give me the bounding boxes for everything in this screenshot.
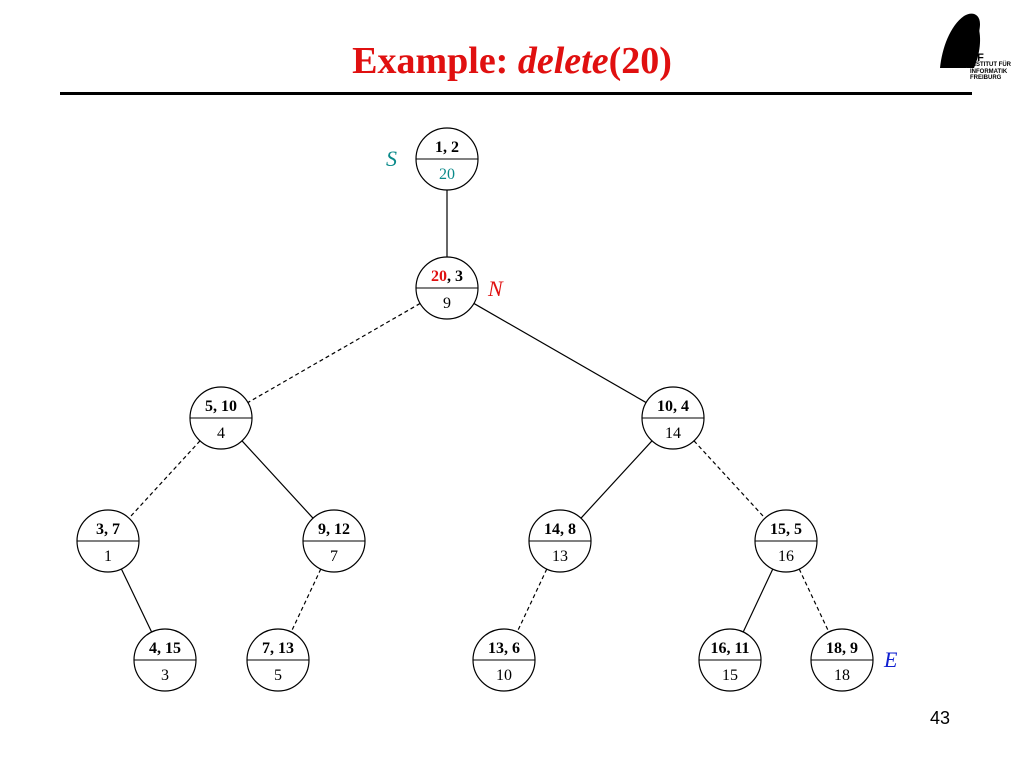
node-key-first: 9 — [318, 521, 326, 538]
node-key: 20, 3 — [431, 268, 463, 285]
node-priority: 10 — [496, 667, 512, 684]
tree-node-n5: 5, 10 4 — [189, 386, 253, 450]
edge-n20-n5 — [247, 302, 421, 404]
n-marker: N — [487, 276, 504, 301]
node-key: 7, 13 — [262, 640, 294, 657]
tree-node-n15: 15, 5 16 — [754, 509, 818, 573]
node-key-second: , 2 — [443, 139, 459, 156]
node-priority: 5 — [274, 667, 282, 684]
tree-node-n14: 14, 8 13 — [528, 509, 592, 573]
node-priority: 7 — [330, 548, 338, 565]
tree-node-root: 1, 2 20 — [415, 127, 479, 191]
node-key: 3, 7 — [96, 521, 120, 538]
node-key-second: , 12 — [326, 521, 350, 538]
node-key: 15, 5 — [770, 521, 802, 538]
node-key: 4, 15 — [149, 640, 181, 657]
edge-n5-n3 — [128, 440, 201, 519]
node-key-second: , 5 — [786, 521, 802, 538]
node-key-first: 10 — [657, 398, 673, 415]
edge-n15-n16 — [742, 568, 774, 633]
edge-n5-n9 — [241, 440, 314, 519]
logo-line-2: INFORMATIK — [970, 68, 1008, 75]
node-key: 10, 4 — [657, 398, 689, 415]
tree-node-n13: 13, 6 10 — [472, 628, 536, 692]
node-key: 1, 2 — [435, 139, 459, 156]
title-rule — [60, 92, 972, 95]
tree-node-n10: 10, 4 14 — [641, 386, 705, 450]
node-priority: 15 — [722, 667, 738, 684]
node-priority: 20 — [439, 166, 455, 183]
node-key: 18, 9 — [826, 640, 858, 657]
e-marker: E — [883, 647, 898, 672]
node-key-second: , 8 — [560, 521, 576, 538]
node-key-second: , 3 — [447, 268, 463, 285]
logo-line-3: FREIBURG — [970, 75, 1002, 81]
logo-text: INSTITUT FÜR INFORMATIK FREIBURG — [970, 62, 1011, 82]
s-marker: S — [386, 146, 397, 171]
node-priority: 3 — [161, 667, 169, 684]
node-key-first: 1 — [435, 139, 443, 156]
edge-n15-n18 — [798, 568, 830, 633]
node-priority: 1 — [104, 548, 112, 565]
edge-n9-n7 — [290, 568, 322, 633]
node-priority: 4 — [217, 425, 225, 442]
node-key: 5, 10 — [205, 398, 237, 415]
logo-emblem-icon — [940, 13, 981, 68]
title-function-name: delete — [517, 40, 609, 82]
node-priority: 14 — [665, 425, 681, 442]
node-key-first: 20 — [431, 268, 447, 285]
edge-n20-n10 — [473, 302, 647, 404]
node-key: 13, 6 — [488, 640, 520, 657]
logo-abbrev: IIF — [970, 52, 985, 64]
node-priority: 13 — [552, 548, 568, 565]
slide-title: Example: delete(20) — [0, 42, 1024, 80]
tree-node-n16: 16, 11 15 — [698, 628, 762, 692]
node-key-first: 3 — [96, 521, 104, 538]
tree-node-n4: 4, 15 3 — [133, 628, 197, 692]
node-key-first: 18 — [826, 640, 842, 657]
node-key: 9, 12 — [318, 521, 350, 538]
tree-node-n3: 3, 7 1 — [76, 509, 140, 573]
logo-line-1: INSTITUT FÜR — [970, 62, 1011, 68]
node-key-second: , 15 — [157, 640, 181, 657]
node-key-first: 5 — [205, 398, 213, 415]
edge-n14-n13 — [516, 568, 548, 633]
page-number: 43 — [930, 708, 951, 728]
node-key: 16, 11 — [710, 640, 749, 657]
node-priority: 18 — [834, 667, 850, 684]
node-key-first: 4 — [149, 640, 157, 657]
node-key-second: , 9 — [842, 640, 858, 657]
node-key-first: 7 — [262, 640, 270, 657]
node-key-second: , 13 — [270, 640, 294, 657]
node-key-first: 16 — [710, 640, 726, 657]
node-key-second: , 4 — [673, 398, 689, 415]
edge-layer — [120, 190, 830, 633]
node-key-first: 15 — [770, 521, 786, 538]
node-key-first: 14 — [544, 521, 560, 538]
edge-n10-n15 — [693, 440, 766, 519]
tree-node-n7: 7, 13 5 — [246, 628, 310, 692]
edge-n10-n14 — [580, 440, 653, 519]
title-argument: (20) — [608, 40, 672, 82]
node-key-second: , 6 — [504, 640, 520, 657]
node-priority: 9 — [443, 295, 451, 312]
edge-n3-n4 — [120, 568, 153, 633]
node-priority: 16 — [778, 548, 794, 565]
tree-node-n9: 9, 12 7 — [302, 509, 366, 573]
node-key-first: 13 — [488, 640, 504, 657]
university-logo: IIF INSTITUT FÜR INFORMATIK FREIBURG — [936, 8, 1016, 92]
node-key-second: , 11 — [726, 640, 749, 657]
node-key: 14, 8 — [544, 521, 576, 538]
tree-node-n18: 18, 918 — [810, 628, 874, 692]
node-key-second: , 7 — [104, 521, 120, 538]
tree-node-n20: 20, 3 9 — [415, 256, 479, 320]
node-key-second: , 10 — [213, 398, 237, 415]
title-prefix: Example: — [352, 40, 518, 82]
